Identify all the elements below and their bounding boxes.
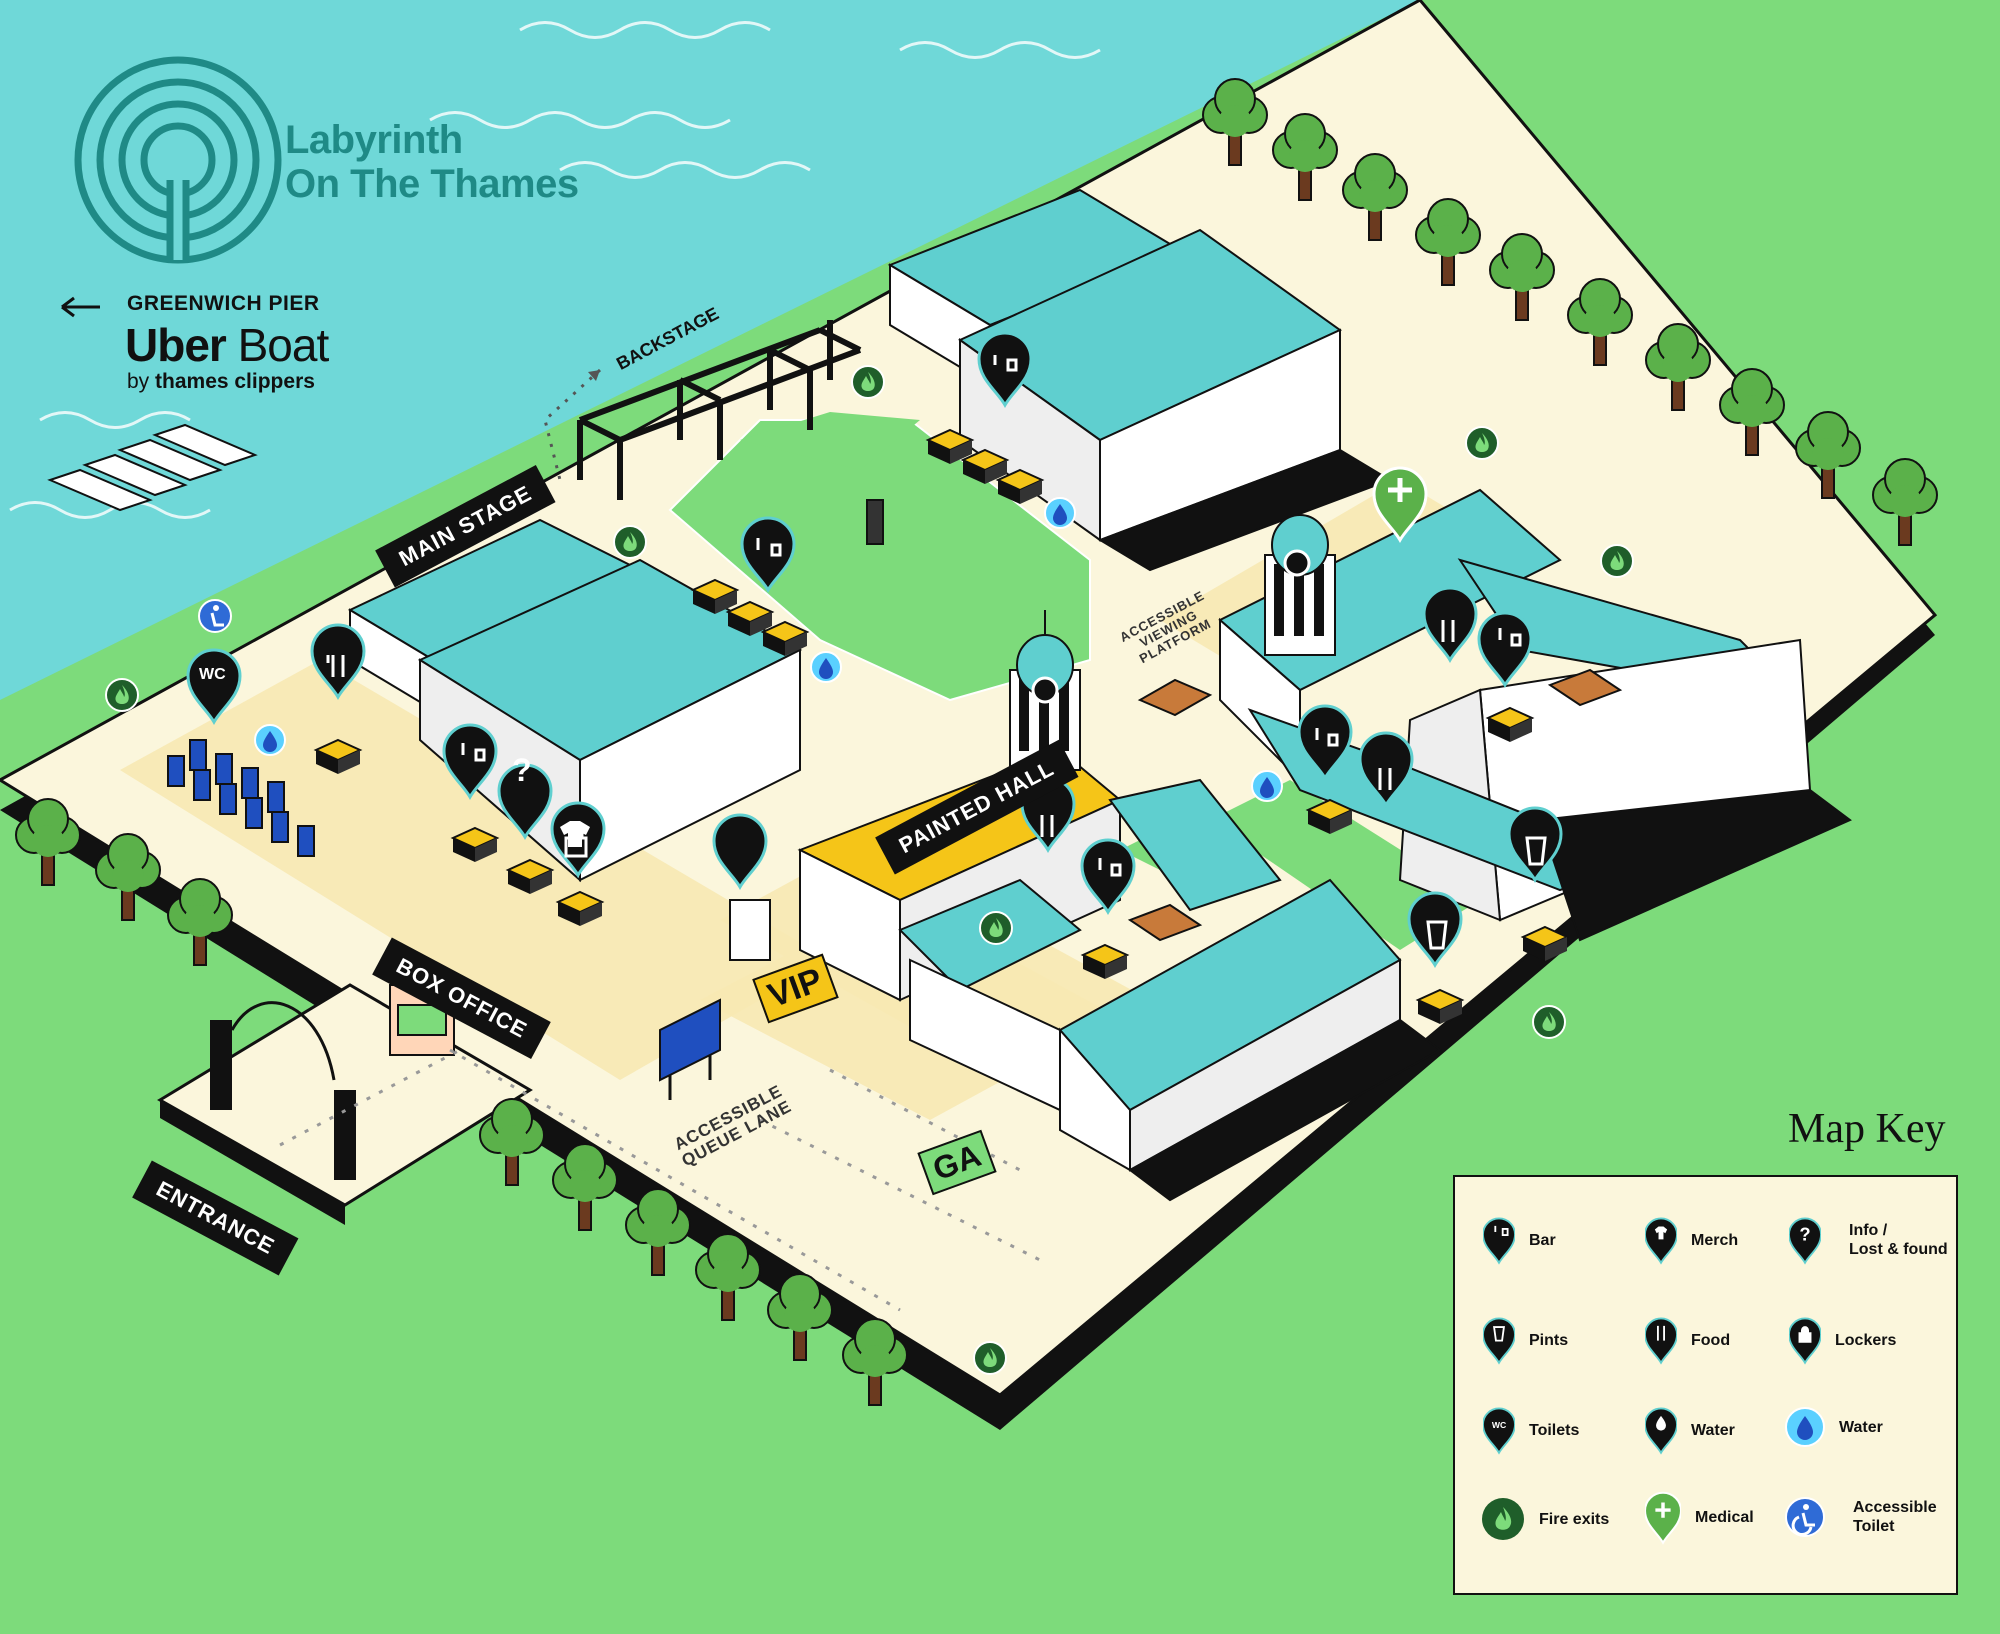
wc-pin-label: WC (199, 666, 226, 683)
bar-icon (1483, 1217, 1515, 1264)
key-item-fire-exits: Fire exits (1481, 1497, 1609, 1541)
accessible-toilet-icon (1785, 1497, 1825, 1537)
viewing-platform (1137, 678, 1213, 717)
uber-boats (47, 423, 258, 512)
key-label-bar: Bar (1529, 1231, 1556, 1249)
key-label-toilets: Toilets (1529, 1421, 1580, 1439)
medical-icon (1645, 1491, 1681, 1545)
key-label-info-1: Info / (1849, 1222, 1888, 1239)
key-item-bar: Bar (1483, 1215, 1556, 1265)
arrow-left-icon (61, 296, 100, 318)
pier-label: GREENWICH PIER (127, 292, 320, 315)
toilets-icon: WC (1483, 1407, 1515, 1454)
building-painted-hall (797, 748, 1442, 1202)
uber-boat-brand: Uber Boat (125, 319, 330, 371)
water-pin-icon (1645, 1407, 1677, 1454)
key-label-medical: Medical (1695, 1508, 1754, 1526)
map-key-title: Map Key (1788, 1106, 1946, 1152)
key-label-food: Food (1691, 1331, 1731, 1349)
picnic-table (1127, 903, 1203, 942)
lawn (668, 419, 1091, 702)
key-item-merch: Merch (1645, 1215, 1738, 1265)
medical-marker (1372, 466, 1428, 544)
key-label-info: Info / Lost & found (1835, 1221, 1948, 1259)
key-label-pints: Pints (1529, 1331, 1569, 1349)
toilet-cabins (167, 739, 315, 857)
svg-text:?: ? (1799, 1224, 1810, 1245)
key-item-pints: Pints (1483, 1315, 1568, 1365)
svg-text:WC: WC (1492, 1420, 1506, 1430)
key-label-water: Water (1839, 1418, 1883, 1436)
dome-right (1264, 478, 1336, 656)
key-item-water-pin: Water (1645, 1405, 1735, 1455)
key-label-accessible-2: Toilet (1853, 1518, 1895, 1535)
key-label-lockers: Lockers (1835, 1331, 1897, 1349)
info-pin-label: ? (512, 752, 532, 788)
water-icon (1785, 1407, 1825, 1447)
title-line1: Labyrinth (285, 118, 463, 162)
locker-unit (729, 899, 771, 961)
labyrinth-logo-icon (74, 56, 282, 264)
merch-icon (1645, 1217, 1677, 1264)
by-text: by (127, 370, 156, 393)
key-item-water: Water (1785, 1407, 1883, 1447)
uber-boat-by: by thames clippers (127, 370, 328, 394)
food-icon (1645, 1317, 1677, 1364)
key-label-water-pin: Water (1691, 1421, 1735, 1439)
building-king-william (347, 518, 803, 883)
entrance-gate (210, 1001, 356, 1180)
event-title: Labyrinth On The Thames (285, 118, 579, 206)
key-label-merch: Merch (1691, 1231, 1739, 1249)
title-line2: On The Thames (285, 162, 579, 206)
building-queen-mary (887, 188, 1393, 572)
key-item-lockers: Lockers (1789, 1315, 1896, 1365)
lockers-icon (1789, 1317, 1821, 1364)
building-queen-anne (1218, 488, 1852, 942)
key-item-info: ? Info / Lost & found (1789, 1215, 1948, 1265)
info-icon: ? (1789, 1217, 1821, 1264)
map-key: Bar Merch ? Info / Lost & found Pints Foo… (1453, 1175, 1958, 1595)
key-item-toilets: WC Toilets (1483, 1405, 1579, 1455)
accessible-sign (659, 998, 721, 1100)
key-item-food: Food (1645, 1315, 1730, 1365)
backstage-truss (577, 320, 862, 500)
fire-exit-icon (1482, 1498, 1524, 1540)
thames-clippers: thames clippers (155, 370, 315, 393)
key-label-fire: Fire exits (1539, 1510, 1610, 1528)
tshirt-icon (560, 821, 590, 847)
accessible-toilet-marker (198, 599, 232, 633)
pints-icon (1483, 1317, 1515, 1364)
key-label-accessible-1: Accessible (1853, 1499, 1937, 1516)
picnic-table (1547, 668, 1623, 707)
brand-boat: Boat (225, 319, 330, 371)
river-thames (0, 0, 1420, 700)
key-item-medical: Medical (1645, 1489, 1754, 1545)
pier-info: GREENWICH PIER Uber Boat by thames clipp… (65, 292, 330, 394)
brand-uber: Uber (125, 319, 227, 371)
key-label-info-2: Lost & found (1849, 1241, 1948, 1258)
